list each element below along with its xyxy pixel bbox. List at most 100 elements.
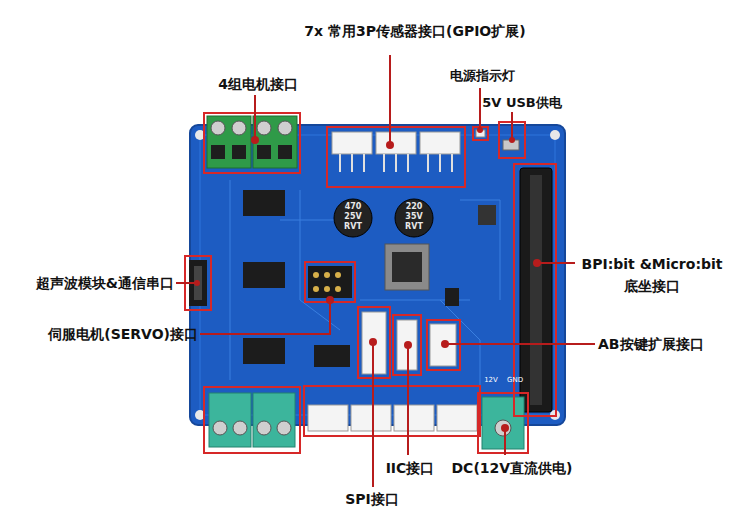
callout-boxes-part: [478, 393, 528, 453]
edge-connector-slot: [520, 168, 552, 412]
leader-lines-part: [504, 428, 506, 455]
motor-terminal-bottom-part: [209, 393, 251, 447]
sensor-headers-bottom-part: [437, 405, 477, 431]
silkscreen-text: GND: [503, 376, 527, 385]
servo-header-part: [335, 272, 341, 278]
sensor-headers-bottom-part: [308, 405, 348, 431]
capacitors-part: [395, 199, 433, 237]
motor-terminal-top-part: [257, 145, 271, 159]
callout-label: 电源指示灯: [432, 67, 532, 85]
callout-label: 伺服电机(SERVO)接口: [4, 325, 198, 343]
pcb-traces-part: [230, 180, 231, 380]
leader-lines-part: [537, 262, 575, 264]
callout-label: DC(12V直流供电): [442, 459, 582, 477]
motor-terminal-bottom-part: [253, 393, 295, 447]
chips-part: [445, 288, 459, 306]
callout-boxes-part: [304, 386, 480, 436]
callout-label: 超声波模块&通信串口: [4, 274, 174, 292]
sensor-headers-top-part: [376, 132, 416, 154]
pcb-board-part: [190, 125, 565, 425]
callout-boxes-part: [327, 127, 465, 187]
dc-terminal-part: [482, 397, 524, 449]
leader-dots-part: [194, 280, 200, 286]
motor-terminal-bottom: [209, 393, 295, 447]
motor-terminal-bottom-part: [213, 421, 227, 435]
leader-dots-part: [501, 424, 509, 432]
leader-lines: [176, 55, 595, 487]
capacitor-marking: 470 25V RVT: [341, 202, 365, 232]
motor-terminal-top: [207, 116, 297, 168]
servo-header: [308, 266, 352, 298]
servo-header-part: [324, 286, 330, 292]
leader-lines-part: [372, 342, 374, 487]
capacitor-marking: 220 35V RVT: [402, 202, 426, 232]
pcb-traces-part: [460, 200, 500, 300]
motor-terminal-top-part: [207, 116, 251, 168]
sensor-headers-bottom-part: [394, 405, 434, 431]
dc-terminal-part: [495, 420, 511, 436]
callout-label: BPI:bit &Micro:bit 底坐接口: [578, 253, 726, 297]
pcb-board: [190, 125, 565, 425]
chips-part: [243, 338, 285, 364]
motor-terminal-top-part: [278, 145, 292, 159]
sensor-headers-top-part: [332, 132, 372, 154]
regulator: [385, 244, 429, 290]
servo-header-part: [324, 272, 330, 278]
pcb-traces: [230, 180, 500, 390]
motor-terminal-top-part: [232, 145, 246, 159]
servo-header-part: [308, 266, 352, 298]
ultrasonic-header-part: [194, 266, 202, 300]
servo-header-part: [313, 286, 319, 292]
callout-label: SPI接口: [332, 490, 412, 508]
regulator-part: [385, 244, 429, 290]
leader-dots-part: [509, 137, 515, 143]
leader-dots-part: [404, 341, 412, 349]
leader-lines-part: [511, 112, 513, 140]
dc-terminal: [482, 397, 524, 449]
leader-dots-part: [369, 338, 377, 346]
motor-terminal-top-part: [253, 116, 297, 168]
motor-terminal-bottom-part: [257, 421, 271, 435]
motor-terminal-bottom-part: [233, 421, 247, 435]
sensor-headers-top-part: [420, 132, 460, 154]
leader-lines-part: [407, 345, 409, 455]
chips-part: [478, 205, 496, 225]
leader-lines-part: [200, 300, 330, 334]
pcb-traces-part: [300, 190, 340, 330]
pcb-traces-part: [280, 220, 340, 221]
motor-terminal-top-part: [257, 121, 271, 135]
edge-connector-slot-part: [520, 168, 552, 412]
motor-terminal-top-part: [232, 121, 246, 135]
sensor-headers-top: [332, 132, 460, 172]
leader-dots-part: [477, 127, 483, 133]
leader-lines-part: [445, 343, 595, 345]
leader-lines-part: [176, 282, 197, 284]
leader-dots: [194, 127, 541, 432]
regulator-part: [392, 252, 422, 282]
pcb-board-part: [200, 135, 555, 415]
chips-part: [314, 345, 350, 367]
callout-boxes-part: [204, 113, 300, 173]
chips-part: [243, 262, 285, 288]
pcb-board-part: [550, 130, 560, 140]
servo-header-part: [313, 272, 319, 278]
silkscreen-text: 12V: [480, 376, 502, 385]
capacitors: [334, 199, 433, 237]
chips-part: [243, 190, 285, 216]
leader-lines-part: [389, 55, 391, 145]
sensor-headers-bottom: [308, 405, 477, 431]
sensor-headers-bottom-part: [351, 405, 391, 431]
callout-label: 7x 常用3P传感器接口(GPIO扩展): [285, 22, 545, 40]
motor-terminal-top-part: [211, 121, 225, 135]
leader-dots-part: [326, 296, 334, 304]
leader-lines-part: [479, 88, 481, 130]
callout-label: 4组电机接口: [198, 75, 318, 93]
motor-terminal-bottom-part: [277, 421, 291, 435]
motor-terminal-top-part: [278, 121, 292, 135]
motor-terminal-top-part: [211, 145, 225, 159]
leader-dots-part: [386, 141, 394, 149]
callout-boxes-part: [204, 387, 300, 453]
leader-lines-part: [254, 95, 256, 140]
callout-label: AB按键扩展接口: [598, 335, 728, 353]
